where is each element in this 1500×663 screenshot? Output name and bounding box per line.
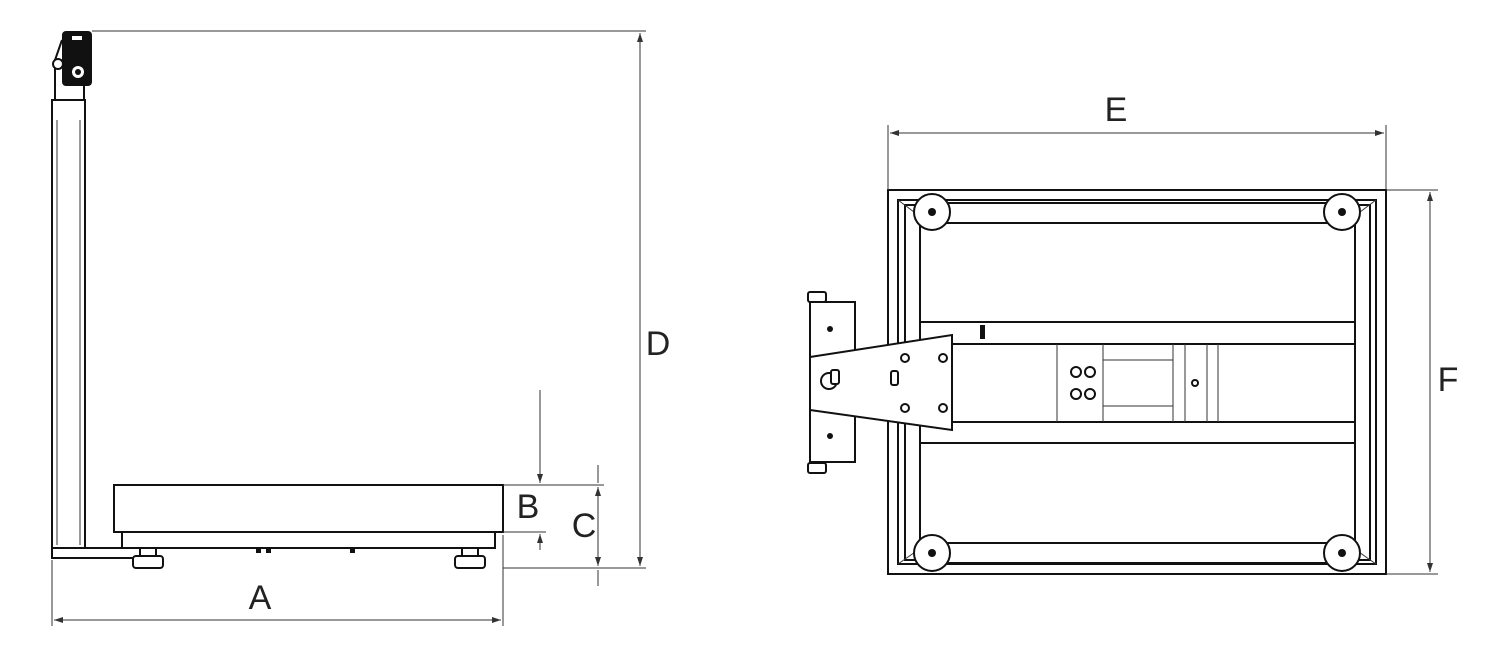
dimension-c: C [546, 465, 604, 586]
center-beam [919, 321, 1356, 444]
dimension-f: F [1386, 189, 1459, 575]
dimension-label-a: A [249, 579, 272, 617]
dimension-b: B [503, 390, 546, 550]
dimension-a: A [51, 535, 504, 626]
foot [1323, 534, 1361, 572]
column-base [51, 547, 143, 559]
column-bracket [807, 291, 953, 474]
dimension-label-f: F [1438, 361, 1459, 399]
top-view: E F [807, 91, 1459, 575]
dimension-label-d: D [646, 325, 671, 363]
column-head [52, 31, 92, 101]
dimension-e: E [887, 91, 1387, 190]
dimension-label-c: C [572, 507, 597, 545]
side-view: D B C A [51, 30, 671, 626]
platform-outline [887, 189, 1387, 575]
platform [113, 484, 504, 533]
dimension-label-b: B [517, 488, 540, 526]
foot [913, 534, 951, 572]
foot [913, 193, 951, 231]
foot [1323, 193, 1361, 231]
leveling-foot [454, 547, 486, 569]
dimension-label-e: E [1105, 91, 1128, 129]
dimension-d: D [92, 30, 671, 569]
platform-frame [121, 531, 496, 549]
leveling-foot [132, 547, 164, 569]
